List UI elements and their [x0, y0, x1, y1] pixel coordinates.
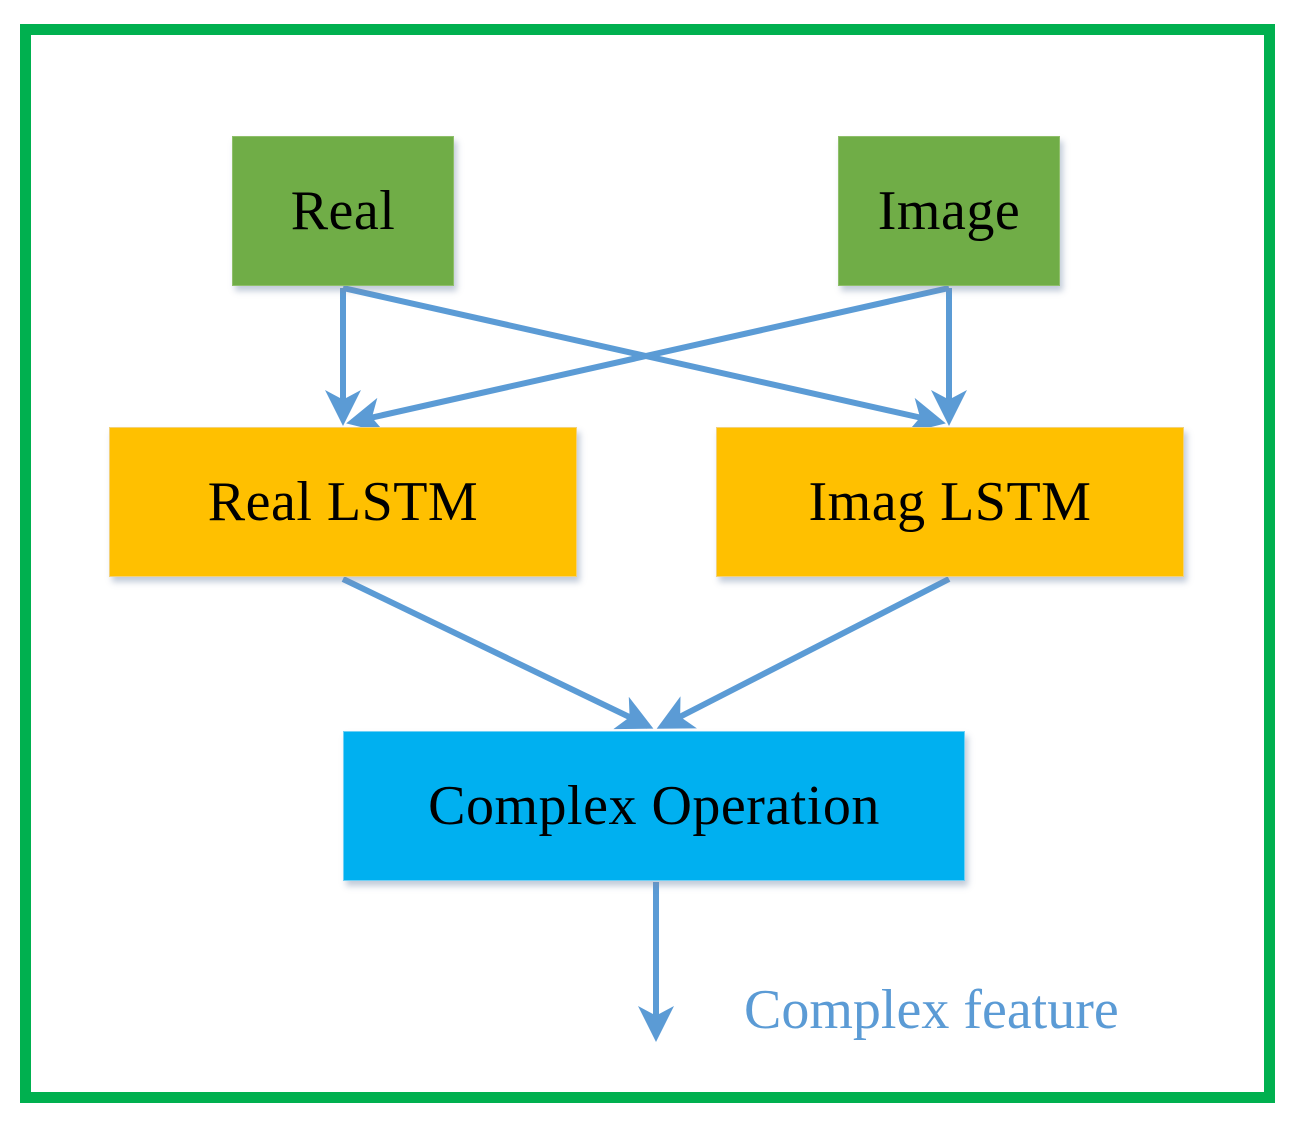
node-imag-lstm-label: Imag LSTM — [808, 471, 1092, 533]
output-label-complex-feature: Complex feature — [744, 979, 1119, 1041]
node-real: Real — [232, 136, 454, 286]
node-complex-operation-label: Complex Operation — [428, 775, 880, 837]
node-complex-operation: Complex Operation — [343, 731, 965, 881]
node-real-lstm: Real LSTM — [109, 427, 577, 577]
node-image-label: Image — [877, 180, 1021, 242]
node-real-label: Real — [290, 180, 396, 242]
node-image: Image — [838, 136, 1060, 286]
node-real-lstm-label: Real LSTM — [207, 471, 479, 533]
node-imag-lstm: Imag LSTM — [716, 427, 1184, 577]
